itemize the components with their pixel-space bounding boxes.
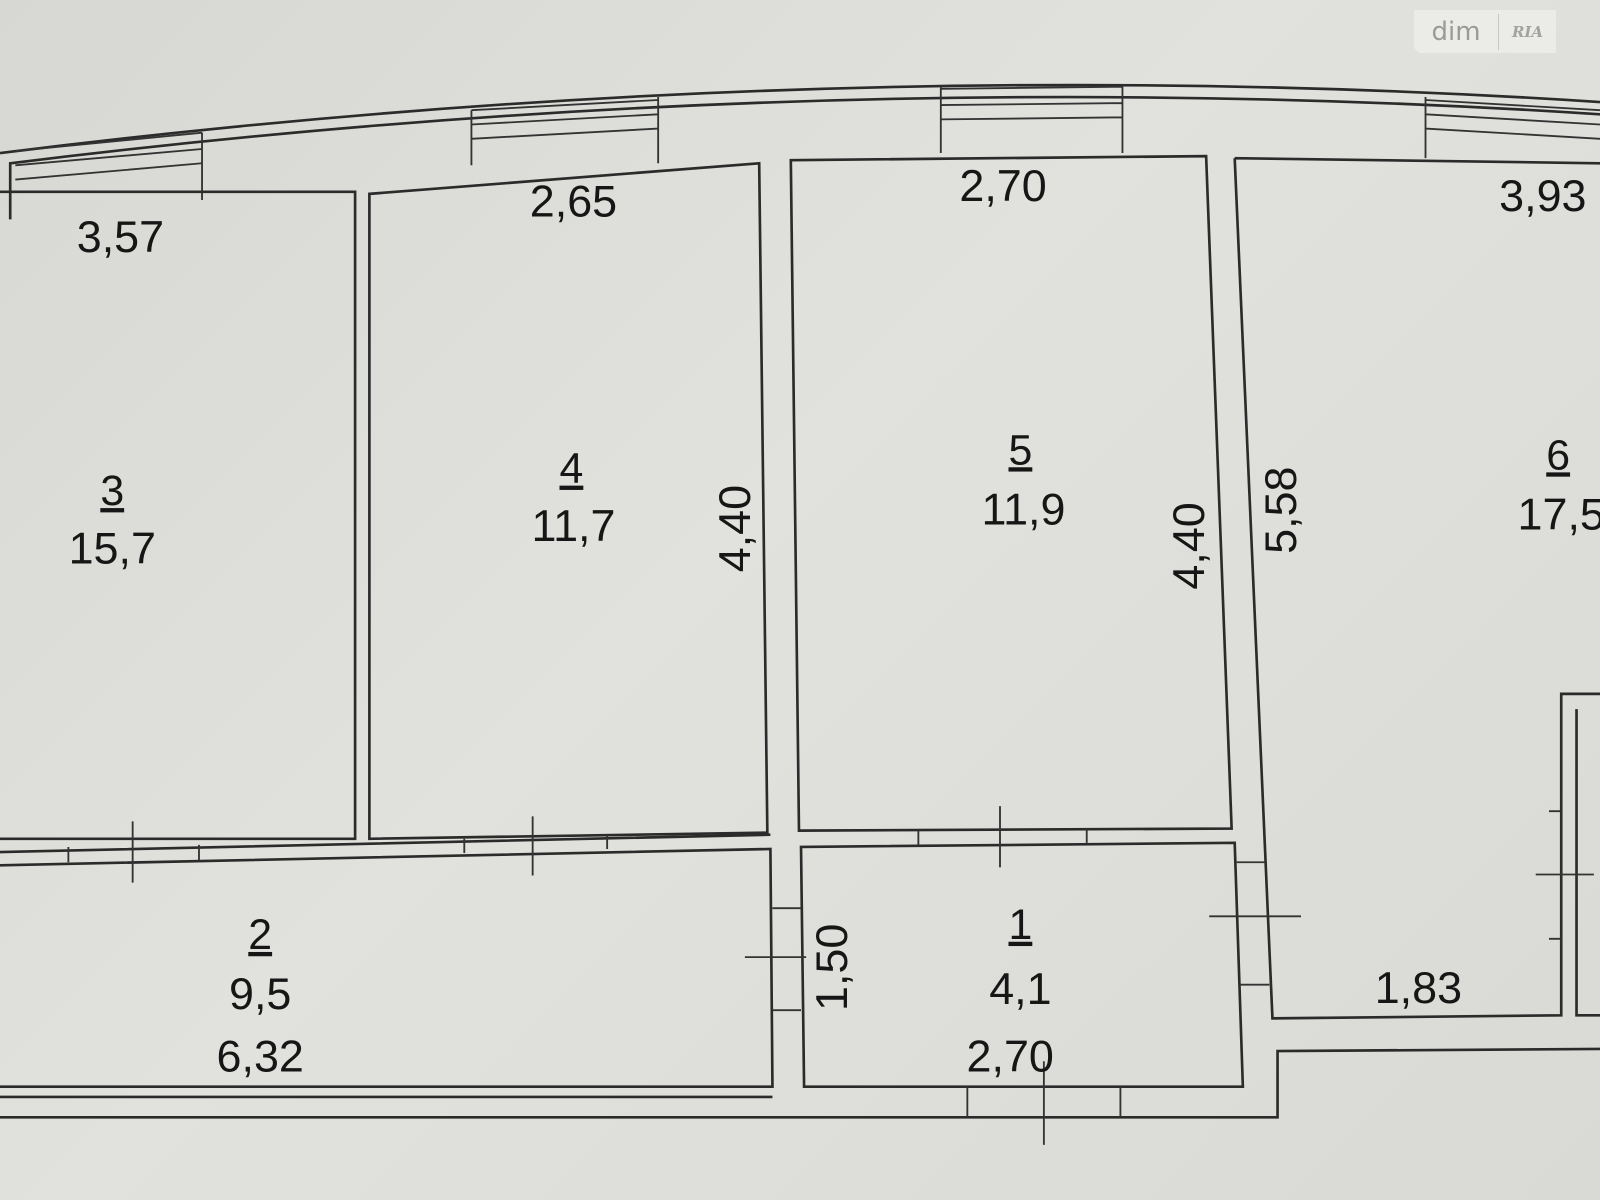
- room-4-number: 4: [560, 445, 584, 493]
- dim-room1-length: 2,70: [967, 1030, 1054, 1081]
- room-5-number: 5: [1008, 426, 1032, 474]
- dim-room5-length: 4,40: [1163, 502, 1214, 589]
- room-1-outline: [799, 841, 1245, 1089]
- watermark-dim: dim: [1414, 13, 1499, 50]
- room-3-area: 15,7: [69, 522, 156, 573]
- door-marks: [67, 806, 1594, 1145]
- dim-room6-length: 5,58: [1255, 467, 1306, 554]
- dim-room6-width: 3,93: [1499, 170, 1586, 221]
- room-4-area: 11,7: [531, 500, 615, 551]
- dim-room4-width: 2,65: [530, 175, 617, 226]
- dim-room2-length: 6,32: [217, 1030, 304, 1081]
- window: [15, 84, 1600, 200]
- room-1-number: 1: [1008, 901, 1032, 949]
- room-4-outline: [368, 161, 769, 841]
- exterior-wall-inner: [8, 95, 1600, 220]
- exterior-wall-bottom: [0, 833, 1600, 1119]
- dim-room1-width: 1,50: [806, 924, 857, 1011]
- dim-room3-width: 3,57: [77, 211, 164, 262]
- room-6-area: 17,5: [1518, 489, 1600, 540]
- room-2-area: 9,5: [229, 968, 291, 1019]
- room-6-outline: [1233, 156, 1600, 1020]
- room-5-area: 11,9: [981, 483, 1065, 534]
- room-6-number: 6: [1546, 431, 1570, 479]
- dim-room4-length: 4,40: [709, 485, 760, 572]
- room-1-area: 4,1: [989, 963, 1051, 1014]
- watermark-ria: RIA: [1511, 22, 1544, 41]
- room-3-number: 3: [100, 467, 124, 515]
- room-5-outline: [789, 154, 1234, 832]
- exterior-wall-outer: [0, 83, 1600, 155]
- dim-room6-bottom: 1,83: [1375, 962, 1462, 1013]
- room-2-number: 2: [248, 911, 272, 959]
- watermark-logo: dim RIA: [1414, 10, 1556, 53]
- room-2-outline: [0, 847, 774, 1089]
- dim-room5-width: 2,70: [959, 160, 1046, 211]
- room-3-outline: [0, 190, 357, 841]
